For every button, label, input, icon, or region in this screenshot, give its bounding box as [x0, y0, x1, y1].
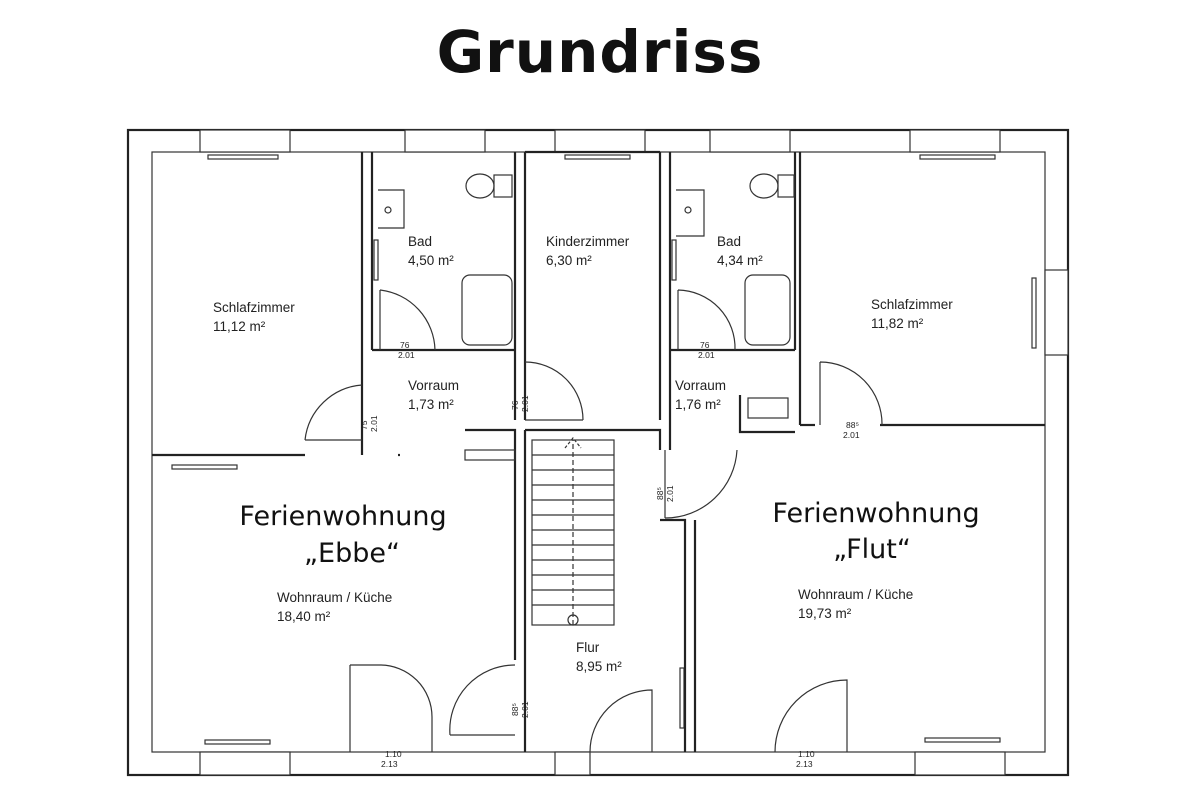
room-name: Schlafzimmer: [213, 300, 295, 315]
window-right: [1044, 269, 1069, 356]
door-dimension-width: 75: [359, 420, 369, 430]
door-dimension-height: 2.01: [843, 430, 860, 440]
room-area: 4,34 m²: [717, 253, 763, 268]
door-swing: [677, 289, 736, 351]
stair-start-marker: [567, 614, 579, 626]
room-name: Bad: [408, 234, 432, 249]
radiator: [671, 239, 677, 281]
room-name: Wohnraum / Küche: [277, 590, 392, 605]
door-dimension-width: 1.10: [798, 749, 815, 759]
door-swing: [819, 361, 883, 426]
room-area: 11,82 m²: [871, 316, 924, 331]
window-top-2: [404, 129, 486, 153]
door-dimension-height: 2.01: [698, 350, 715, 360]
door-swing: [449, 664, 516, 736]
radiator: [919, 154, 996, 160]
window-top-1: [199, 129, 291, 153]
wall-stub: [464, 449, 516, 461]
radiator: [171, 464, 238, 470]
door-dimension-height: 2.13: [381, 759, 398, 769]
door-swing: [589, 689, 653, 753]
sink-drain: [384, 206, 392, 214]
apartment-name-flut: Ferienwohnung: [772, 498, 979, 529]
room-area: 6,30 m²: [546, 253, 592, 268]
wall-stair-top: [525, 428, 662, 450]
door-dimension-width: 1.10: [385, 749, 402, 759]
wall-closet: [738, 395, 795, 434]
window-bottom-2: [554, 751, 591, 776]
door-dimension-height: 2.13: [796, 759, 813, 769]
door-dimension-width: 88⁵: [846, 420, 859, 430]
toilet: [749, 173, 779, 199]
window-bottom-1: [199, 751, 291, 776]
stair-steps: [532, 437, 614, 625]
sink-drain: [684, 206, 692, 214]
door-dimension-width: 76: [510, 400, 520, 410]
window-top-4: [709, 129, 791, 153]
door-dimension-height: 2.01: [520, 701, 530, 718]
toilet-tank: [493, 174, 513, 198]
door-dimension-height: 2.01: [520, 395, 530, 412]
door-dimension-width: 88⁵: [510, 703, 520, 716]
toilet-tank: [777, 174, 795, 198]
room-area: 1,76 m²: [675, 397, 721, 412]
radiator: [564, 154, 631, 160]
radiator: [1031, 277, 1037, 349]
room-area: 19,73 m²: [798, 606, 852, 621]
door-dimension-width: 76: [400, 340, 410, 350]
door-dimension-height: 2.01: [398, 350, 415, 360]
room-area: 1,73 m²: [408, 397, 454, 412]
door-swing: [664, 449, 738, 519]
apartment-quote-flut: „Flut“: [833, 534, 911, 565]
door-swing: [524, 361, 584, 421]
closet: [747, 397, 789, 419]
door-swing: [379, 289, 436, 351]
room-name: Wohnraum / Küche: [798, 587, 913, 602]
room-name: Schlafzimmer: [871, 297, 953, 312]
room-name: Vorraum: [675, 378, 726, 393]
entrance-door: [774, 679, 848, 753]
outer-wall: [126, 128, 1070, 777]
room-name: Kinderzimmer: [546, 234, 630, 249]
door-dimension-height: 2.01: [369, 415, 379, 432]
radiator: [373, 239, 379, 281]
radiator: [679, 667, 685, 729]
sink: [378, 189, 405, 229]
door-dimension-width: 88⁵: [655, 487, 665, 500]
page-title: Grundriss: [436, 18, 764, 86]
wall-stair-left: [465, 428, 517, 660]
room-name: Flur: [576, 640, 600, 655]
room-area: 18,40 m²: [277, 609, 331, 624]
sink: [676, 189, 705, 237]
shower: [744, 274, 791, 346]
radiator: [204, 739, 271, 745]
shower: [461, 274, 513, 346]
room-name: Vorraum: [408, 378, 459, 393]
door-swing: [304, 384, 363, 441]
apartment-quote-ebbe: „Ebbe“: [304, 538, 400, 569]
radiator: [207, 154, 279, 160]
window-top-3: [554, 129, 646, 153]
room-name: Bad: [717, 234, 741, 249]
radiator: [924, 737, 1001, 743]
room-area: 11,12 m²: [213, 319, 266, 334]
room-area: 8,95 m²: [576, 659, 622, 674]
apartment-name-ebbe: Ferienwohnung: [239, 501, 446, 532]
window-top-5: [909, 129, 1001, 153]
wall-flur-right: [660, 518, 687, 752]
window-bottom-3: [914, 751, 1006, 776]
entrance-door: [349, 664, 433, 752]
door-dimension-height: 2.01: [665, 485, 675, 502]
door-dimension-width: 76: [700, 340, 710, 350]
toilet: [465, 173, 495, 199]
room-area: 4,50 m²: [408, 253, 454, 268]
